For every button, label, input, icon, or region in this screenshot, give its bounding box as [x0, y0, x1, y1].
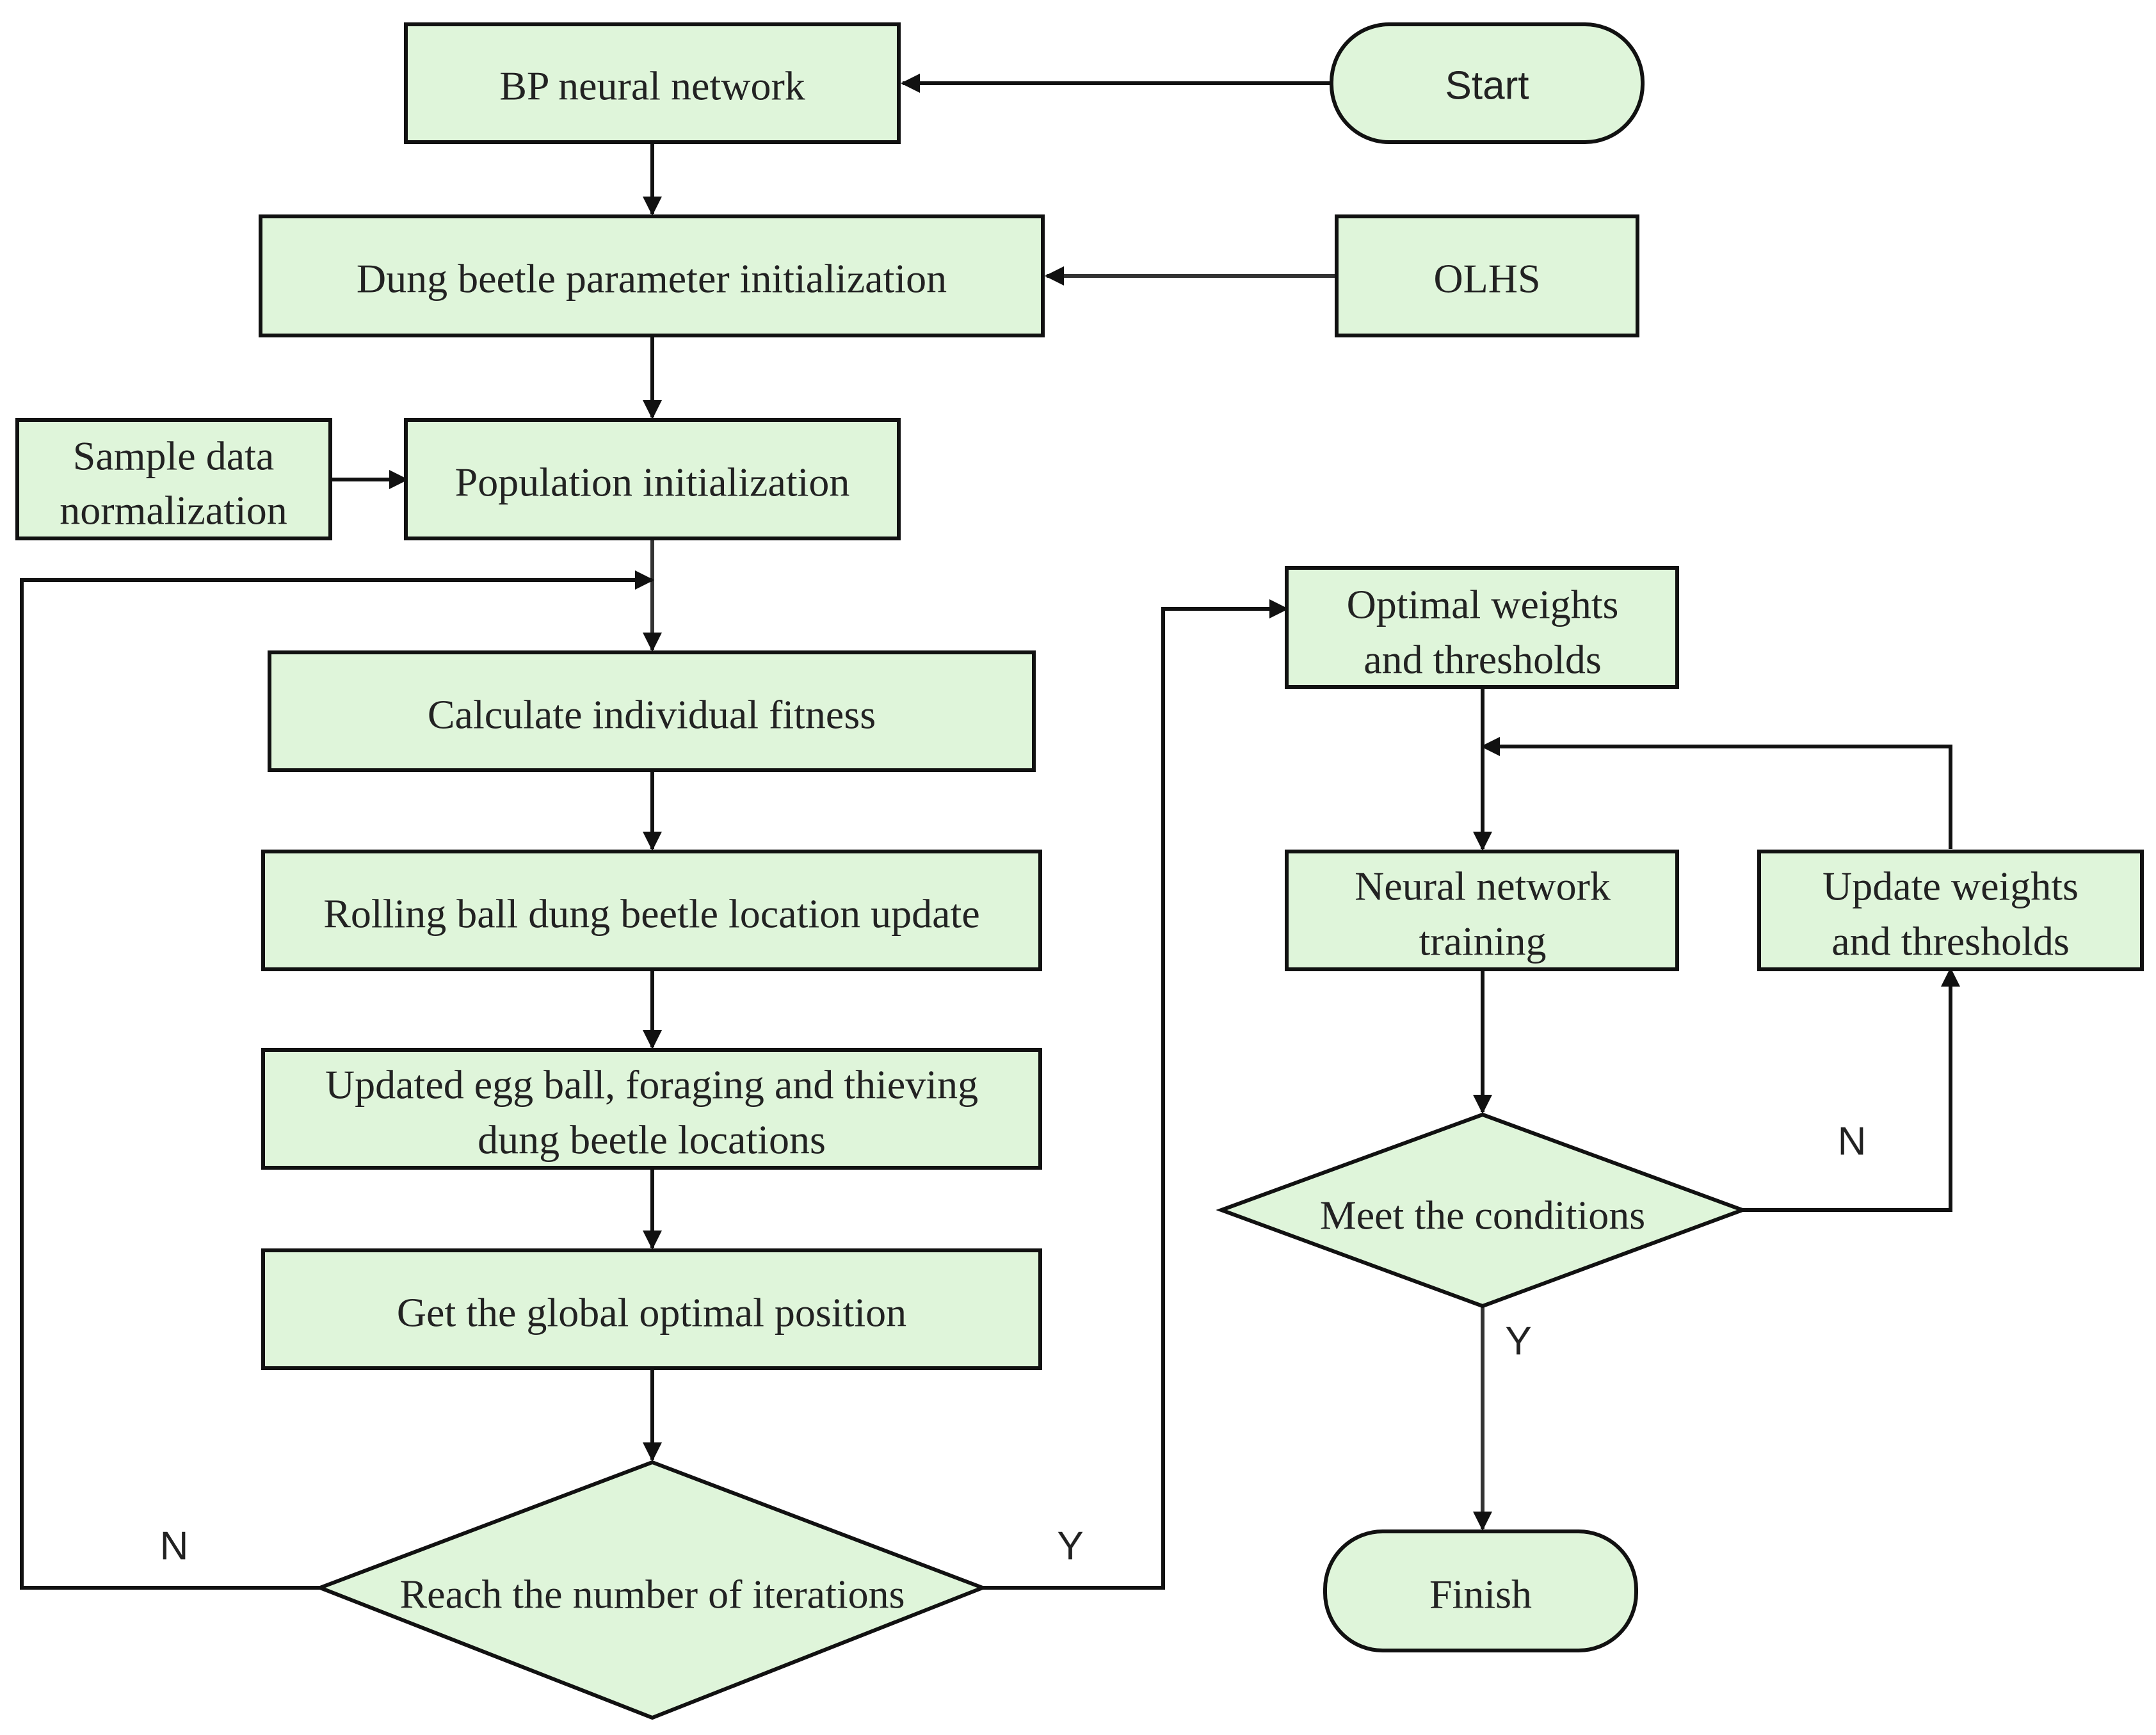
- node-updated-egg-ball: Updated egg ball, foraging and thieving …: [261, 1048, 1042, 1170]
- svg-text:BP neural network: BP neural network: [499, 63, 805, 109]
- label-cond-yes: Y: [1505, 1319, 1531, 1364]
- node-dung-beetle-init: Dung beetle parameter initialization: [259, 214, 1045, 337]
- svg-text:Finish: Finish: [1429, 1572, 1532, 1617]
- node-update-weights: Update weights and thresholds: [1757, 850, 2144, 971]
- edges: [20, 74, 1960, 1590]
- svg-text:Start: Start: [1445, 64, 1529, 108]
- svg-text:Optimal weights: Optimal weights: [1347, 582, 1619, 627]
- svg-text:OLHS: OLHS: [1433, 256, 1540, 302]
- svg-text:Rolling ball dung beetle locat: Rolling ball dung beetle location update: [323, 891, 980, 937]
- node-olhs: OLHS: [1335, 214, 1639, 337]
- svg-text:training: training: [1419, 919, 1546, 964]
- label-iter-no: N: [160, 1524, 189, 1569]
- svg-text:dung beetle locations: dung beetle locations: [478, 1117, 826, 1163]
- svg-text:Update weights: Update weights: [1822, 864, 2079, 909]
- node-optimal-weights: Optimal weights and thresholds: [1285, 566, 1679, 689]
- label-iter-yes: Y: [1057, 1524, 1083, 1569]
- edge-update-to-training: [1481, 737, 1952, 849]
- node-start: Start: [1330, 22, 1645, 144]
- node-finish: Finish: [1323, 1529, 1638, 1652]
- svg-text:and thresholds: and thresholds: [1831, 919, 2070, 964]
- edge-iter-yes-to-optimal: [983, 599, 1289, 1590]
- svg-text:normalization: normalization: [60, 488, 287, 533]
- node-bp-neural-network: BP neural network: [404, 22, 901, 144]
- node-sample-normalization: Sample data normalization: [15, 418, 332, 540]
- edge-iter-no-loop: [20, 570, 654, 1590]
- node-calc-fitness: Calculate individual fitness: [268, 650, 1036, 772]
- node-reach-iterations: Reach the number of iterations: [314, 1460, 988, 1720]
- node-population-init: Population initialization: [404, 418, 901, 540]
- svg-text:Sample data: Sample data: [73, 433, 275, 479]
- label-cond-no: N: [1838, 1120, 1867, 1164]
- edge-meet-no-to-update: [1742, 967, 1960, 1212]
- node-nn-training: Neural network training: [1285, 850, 1679, 971]
- svg-text:Population initialization: Population initialization: [455, 460, 850, 505]
- node-meet-conditions: Meet the conditions: [1216, 1112, 1748, 1309]
- node-global-optimal: Get the global optimal position: [261, 1248, 1042, 1370]
- svg-text:Get the global optimal positio: Get the global optimal position: [397, 1290, 906, 1336]
- svg-text:and thresholds: and thresholds: [1364, 637, 1602, 682]
- svg-text:Calculate individual fitness: Calculate individual fitness: [428, 692, 876, 738]
- svg-text:Reach the number of iterations: Reach the number of iterations: [399, 1572, 905, 1617]
- svg-text:Dung beetle parameter initiali: Dung beetle parameter initialization: [357, 256, 947, 302]
- svg-text:Neural network: Neural network: [1355, 864, 1611, 909]
- svg-text:Meet the conditions: Meet the conditions: [1320, 1193, 1645, 1238]
- svg-text:Updated egg ball, foraging and: Updated egg ball, foraging and thieving: [325, 1062, 978, 1108]
- node-rolling-update: Rolling ball dung beetle location update: [261, 850, 1042, 971]
